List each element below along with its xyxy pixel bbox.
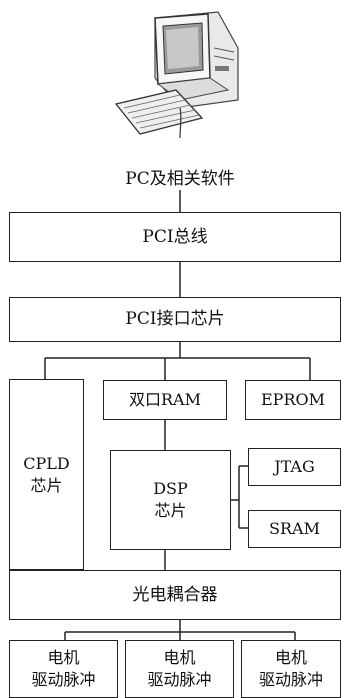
computer-caption: PC及相关软件: [125, 169, 235, 189]
pci-bus-block: PCI总线: [9, 212, 341, 262]
cpld-chip-block: CPLD 芯片: [9, 379, 84, 570]
dsp-chip-block: DSP 芯片: [110, 450, 231, 550]
jtag-block: JTAG: [248, 448, 341, 486]
optocoupler-block: 光电耦合器: [9, 570, 341, 620]
dual-port-ram-block: 双口RAM: [103, 380, 227, 420]
eprom-block: EPROM: [245, 380, 341, 420]
motor-drive-pulse-block: 电机 驱动脉冲: [9, 640, 118, 698]
sram-block: SRAM: [248, 510, 341, 548]
desktop-computer-icon: [114, 11, 239, 138]
motor-drive-pulse-block: 电机 驱动脉冲: [241, 640, 341, 698]
motor-drive-pulse-block: 电机 驱动脉冲: [125, 640, 234, 698]
pci-interface-chip-block: PCI接口芯片: [9, 297, 341, 342]
